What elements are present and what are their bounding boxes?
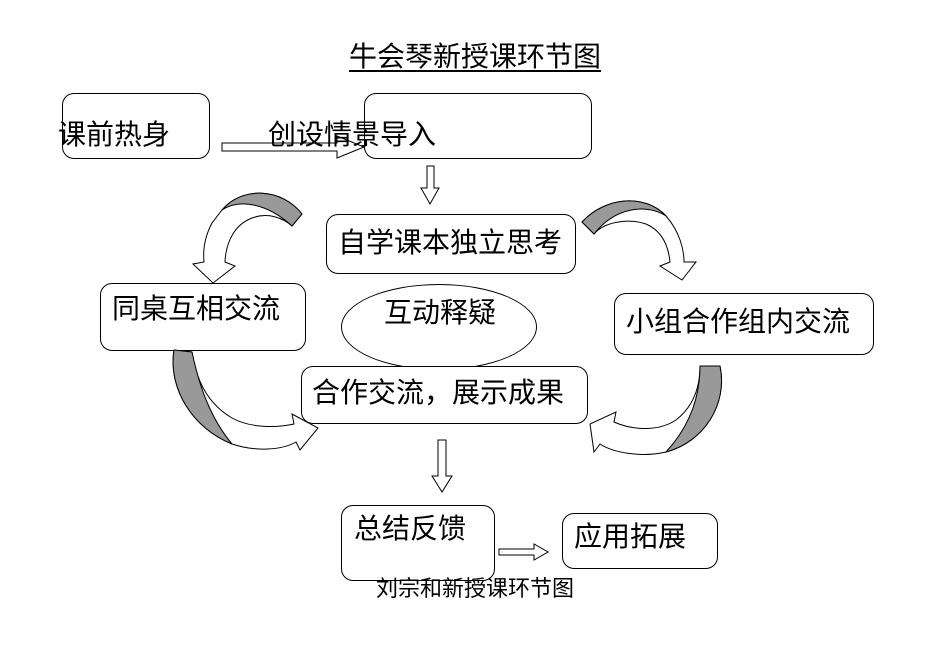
interact-label: 互动释疑 <box>384 296 497 329</box>
arrow-summary-to-extend <box>498 543 550 561</box>
group-box <box>614 293 874 355</box>
curved-arrow-bottom-right-shade <box>664 365 722 453</box>
arrow-warmup-to-intro <box>221 135 366 159</box>
warmup-box <box>62 93 210 159</box>
intro-box <box>364 93 592 159</box>
curved-arrow-bottom-left-shade <box>172 349 233 445</box>
warmup-label: 课前热身 <box>58 118 171 151</box>
summary-label: 总结反馈 <box>354 512 467 545</box>
summary-box <box>341 505 495 581</box>
share-box <box>301 366 588 424</box>
diagram-title: 牛会琴新授课环节图 <box>348 40 601 73</box>
group-label: 小组合作组内交流 <box>626 305 851 338</box>
curved-arrow-top-right-shade <box>581 200 667 235</box>
extend-box <box>562 513 718 569</box>
diagram-caption: 刘宗和新授课环节图 <box>375 577 574 602</box>
share-label: 合作交流，展示成果 <box>312 376 565 409</box>
extend-label: 应用拓展 <box>574 520 687 553</box>
self-study-label: 自学课本独立思考 <box>338 226 563 259</box>
pair-label: 同桌互相交流 <box>112 292 281 325</box>
arrow-share-to-summary <box>431 439 453 493</box>
curved-arrow-top-left-shade <box>221 192 303 227</box>
self-study-box <box>326 214 576 274</box>
pair-box <box>100 283 306 351</box>
arrow-intro-to-selfstudy <box>420 165 440 206</box>
intro-label: 创设情景导入 <box>268 118 437 151</box>
